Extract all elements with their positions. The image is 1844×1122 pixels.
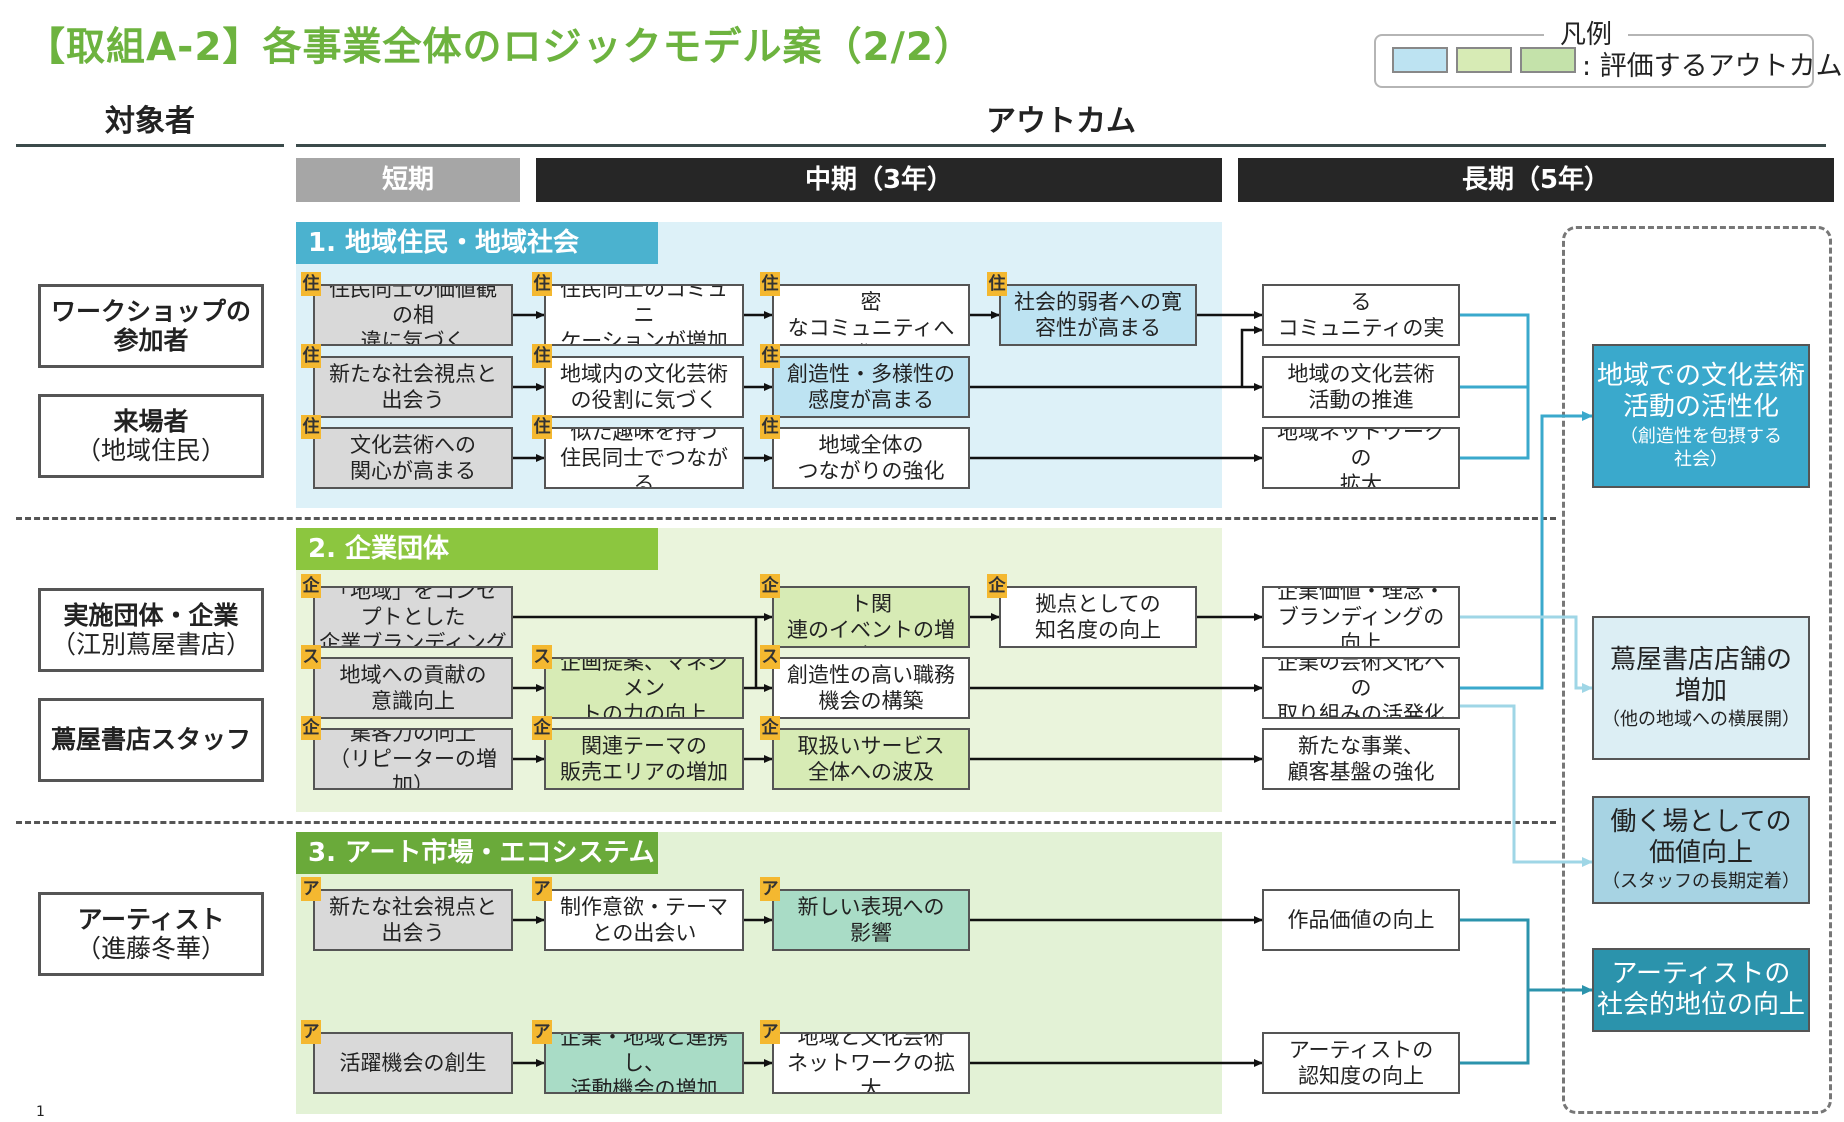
section-divider-1 [16, 517, 1556, 520]
node-r3-long: 地域ネットワークの拡大 [1262, 427, 1460, 489]
node-r2-mid2: 創造性・多様性の感度が高まる [772, 356, 970, 418]
node-r6-short: 集客力の向上（リピーターの増加） [313, 728, 513, 790]
node-r6-mid1: 関連テーマの販売エリアの増加 [544, 728, 744, 790]
tag-artist: ア [301, 1020, 321, 1044]
node-r2-long: 地域の文化芸術活動の推進 [1262, 356, 1460, 418]
tag-resident: 住 [760, 344, 780, 368]
node-r8-long: アーティストの認知度の向上 [1262, 1032, 1460, 1094]
node-r2-short: 新たな社会視点と出会う [313, 356, 513, 418]
node-r5-short: 地域への貢献の意識向上 [313, 657, 513, 719]
tag-artist: ア [301, 877, 321, 901]
tag-company: 企 [301, 716, 321, 740]
node-r5-mid2: 創造性の高い職務機会の構築 [772, 657, 970, 719]
target-artist: アーティスト （進藤冬華） [38, 892, 264, 976]
outcomes-header: アウトカム [986, 104, 1136, 139]
node-r4-mid3: 拠点としての知名度の向上 [999, 586, 1197, 648]
target-visitors: 来場者 （地域住民） [38, 394, 264, 478]
targets-header-rule [16, 144, 284, 147]
tag-resident: 住 [532, 272, 552, 296]
tag-company: 企 [301, 574, 321, 598]
section-divider-2 [16, 821, 1556, 824]
tag-resident: 住 [987, 272, 1007, 296]
period-long: 長期（5年） [1238, 158, 1834, 202]
tag-resident: 住 [301, 415, 321, 439]
node-r3-mid2: 地域全体のつながりの強化 [772, 427, 970, 489]
tag-artist: ア [532, 1020, 552, 1044]
section1-heading: 1. 地域住民・地域社会 [296, 222, 658, 264]
tag-company: 企 [532, 716, 552, 740]
tag-artist: ア [760, 1020, 780, 1044]
legend-text: : 評価するアウトカム [1582, 51, 1843, 82]
tag-resident: 住 [760, 272, 780, 296]
period-short: 短期 [296, 158, 520, 202]
tag-company: 企 [760, 574, 780, 598]
node-r1-short: 住民同士の価値観の相違に気づく [313, 284, 513, 346]
tag-resident: 住 [301, 272, 321, 296]
target-organizer-company: 実施団体・企業 （江別蔦屋書店） [38, 588, 264, 672]
legend-swatch-lightgreen [1456, 47, 1512, 73]
tag-staff: ス [532, 645, 552, 669]
target-workshop-participants: ワークショップの 参加者 [38, 284, 264, 368]
tag-artist: ア [760, 877, 780, 901]
node-r8-mid1: 企業・地域と連携し、活動機会の増加 [544, 1032, 744, 1094]
node-r5-long: 企業の芸術文化への取り組みの活発化 [1262, 657, 1460, 719]
tag-company: 企 [987, 574, 1007, 598]
node-r1-mid2: 地域に関心のある密なコミュニティへ発展 [772, 284, 970, 346]
node-r4-mid2: 「地域」コンセプト関連のイベントの増加 [772, 586, 970, 648]
final-outcomes-frame [1562, 226, 1832, 1114]
node-r6-mid2: 取扱いサービス全体への波及 [772, 728, 970, 790]
node-r1-mid1: 住民同士のコミュニケーションが増加 [544, 284, 744, 346]
legend-title: 凡例 [1544, 14, 1628, 51]
node-r6-long: 新たな事業、顧客基盤の強化 [1262, 728, 1460, 790]
final-outcome-artist-status: アーティストの 社会的地位の向上 [1592, 948, 1810, 1032]
section3-heading: 3. アート市場・エコシステム [296, 832, 658, 874]
node-r4-long: 企業価値・理念・ブランディングの向上 [1262, 586, 1460, 648]
section2-heading: 2. 企業団体 [296, 528, 658, 570]
node-r7-long: 作品価値の向上 [1262, 889, 1460, 951]
final-outcome-regional-arts: 地域での文化芸術 活動の活性化 （創造性を包摂する 社会） [1592, 344, 1810, 488]
tag-company: 企 [760, 716, 780, 740]
tag-resident: 住 [760, 415, 780, 439]
period-mid: 中期（3年） [536, 158, 1222, 202]
tag-resident: 住 [301, 344, 321, 368]
node-r8-mid2: 地域と文化芸術ネットワークの拡大 [772, 1032, 970, 1094]
target-tsutaya-staff: 蔦屋書店スタッフ [38, 698, 264, 782]
tag-staff: ス [301, 645, 321, 669]
node-r1-mid3: 社会的弱者への寛容性が高まる [999, 284, 1197, 346]
node-r3-mid1: 似た趣味を持つ住民同士でつながる [544, 427, 744, 489]
tag-staff: ス [760, 645, 780, 669]
node-r7-mid2: 新しい表現への影響 [772, 889, 970, 951]
node-r2-mid1: 地域内の文化芸術の役割に気づく [544, 356, 744, 418]
node-r7-short: 新たな社会視点と出会う [313, 889, 513, 951]
tag-artist: ア [532, 877, 552, 901]
page-title: 【取組A-2】各事業全体のロジックモデル案（2/2） [26, 25, 975, 70]
node-r8-short: 活躍機会の創生 [313, 1032, 513, 1094]
footnote: 1 [36, 1104, 45, 1120]
node-r4-short: 「地域」をコンセプトとした企業ブランディング [313, 586, 513, 648]
node-r1-long: 多様性を受け入れるコミュニティの実現 [1262, 284, 1460, 346]
targets-header: 対象者 [105, 104, 195, 139]
outcomes-header-rule [296, 144, 1826, 147]
tag-resident: 住 [532, 415, 552, 439]
tag-resident: 住 [532, 344, 552, 368]
legend-swatch-green [1520, 47, 1576, 73]
legend-swatch-blue [1392, 47, 1448, 73]
node-r3-short: 文化芸術への関心が高まる [313, 427, 513, 489]
final-outcome-workplace-value: 働く場としての 価値向上 （スタッフの長期定着） [1592, 796, 1810, 904]
final-outcome-store-increase: 蔦屋書店店舗の 増加 （他の地域への横展開） [1592, 616, 1810, 760]
node-r5-mid1: 企画提案、マネジメントの力の向上 [544, 657, 744, 719]
node-r7-mid1: 制作意欲・テーマとの出会い [544, 889, 744, 951]
